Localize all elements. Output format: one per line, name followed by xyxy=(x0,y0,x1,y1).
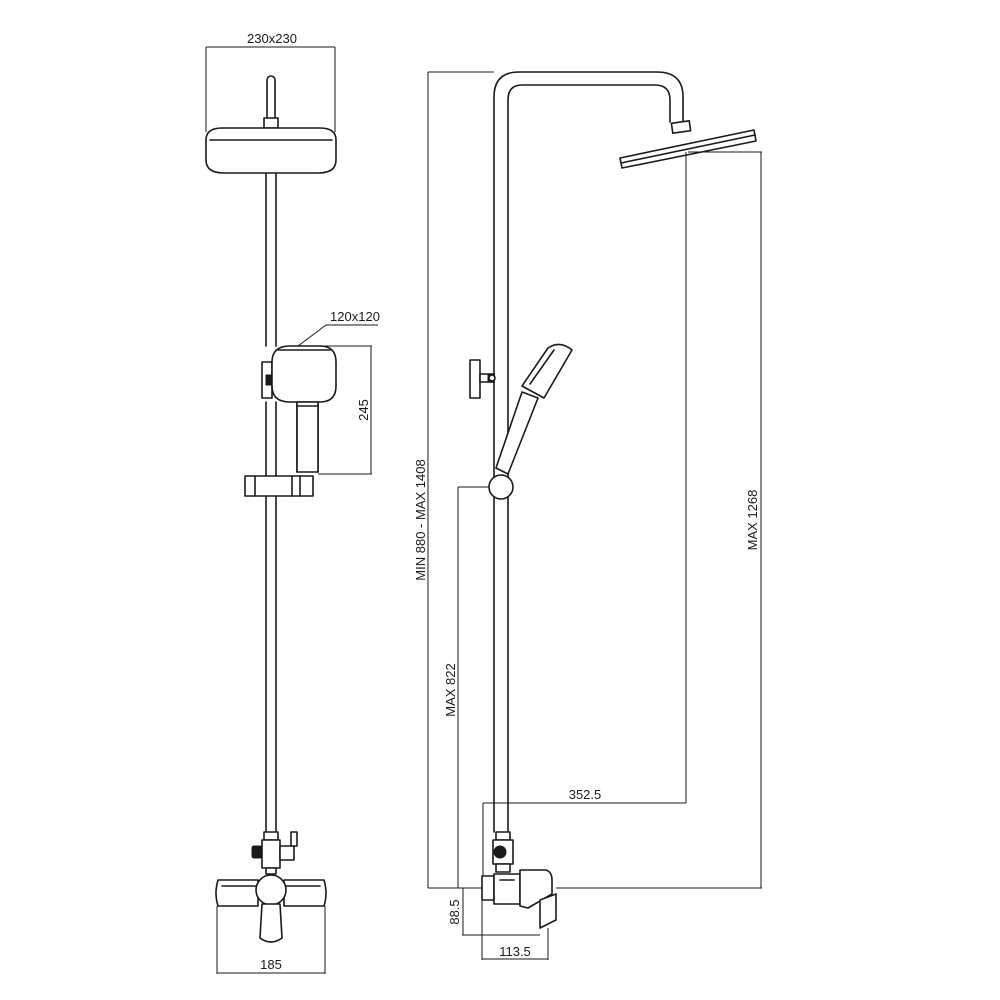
head-connector xyxy=(263,117,279,129)
dimension-reach: 352.5 xyxy=(482,152,687,876)
dimension-inlet-height: 88.5 xyxy=(447,887,540,936)
inlet-height-label: 88.5 xyxy=(447,899,462,924)
head-arm-connector xyxy=(670,119,692,135)
mixer-width-label: 185 xyxy=(260,957,282,972)
dimension-head-size: 230x230 xyxy=(205,31,336,132)
total-height-label: MIN 880 - MAX 1408 xyxy=(413,459,428,580)
slider-ball-side xyxy=(488,474,514,500)
reach-label: 352.5 xyxy=(569,787,602,802)
bracket-knob xyxy=(265,374,273,386)
hand-shower-size-label: 120x120 xyxy=(330,309,380,324)
dimension-mixer-width: 185 xyxy=(216,906,326,974)
riser-top-stub xyxy=(266,75,276,125)
hand-shower-head-front xyxy=(271,345,337,473)
hand-shower-height-label: 245 xyxy=(356,399,371,421)
dimension-slider-height: MAX 822 xyxy=(443,486,489,888)
dimension-mixer-depth: 113.5 xyxy=(481,900,549,960)
thermostatic-mixer-side xyxy=(481,869,557,929)
thermostatic-mixer-front xyxy=(215,874,327,943)
diverter-front xyxy=(251,831,298,875)
riser-pipe-front xyxy=(265,172,277,833)
dimension-hand-shower-size: 120x120 xyxy=(297,309,380,347)
riser-pipe-side xyxy=(493,71,684,833)
diverter-side xyxy=(492,831,514,873)
head-height-label: MAX 1268 xyxy=(745,490,760,551)
head-size-label: 230x230 xyxy=(247,31,297,46)
hand-shower-side xyxy=(495,343,573,475)
slider-front xyxy=(244,475,314,497)
overhead-shower-head-side xyxy=(619,129,757,169)
side-view: MIN 880 - MAX 1408 MAX 1268 MAX 822 352.… xyxy=(413,71,762,960)
mixer-depth-label: 113.5 xyxy=(499,944,531,959)
front-view: 230x230 xyxy=(205,31,380,974)
dimension-total-height: MIN 880 - MAX 1408 xyxy=(413,71,494,889)
slider-height-label: MAX 822 xyxy=(443,663,458,716)
dimension-head-height: MAX 1268 xyxy=(556,151,762,889)
hand-shower-bracket-side xyxy=(469,359,496,399)
dimension-hand-shower-height: 245 xyxy=(318,345,372,475)
overhead-shower-head-front xyxy=(205,127,337,174)
